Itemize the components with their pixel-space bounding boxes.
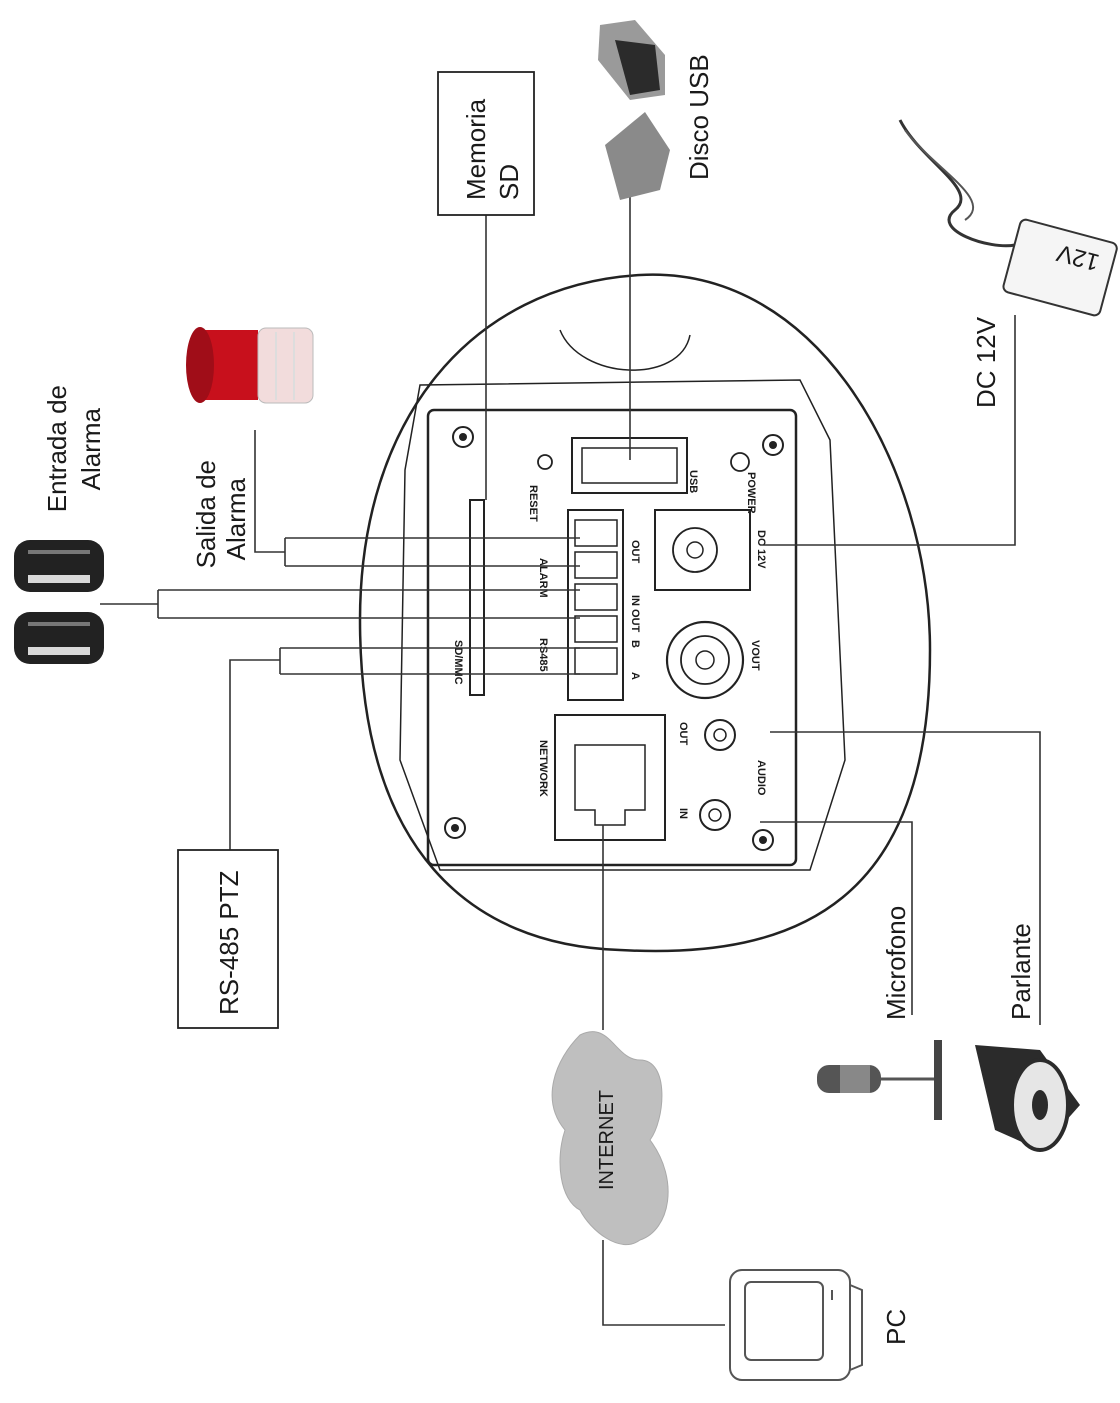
memoria-sd-line2: SD [494,164,524,200]
screw [752,829,774,851]
alarm-label: ALARM [537,558,549,598]
entrada-alarma-line2: Alarma [76,407,106,490]
reset-button [537,454,553,470]
disco-usb-label: Disco USB [684,54,714,180]
b-label: B [629,640,641,648]
usb-drive-cap [605,112,670,200]
alarm-sensor-2 [14,612,104,664]
power-adapter [898,119,1118,317]
pc-label: PC [881,1309,911,1345]
power-led [730,452,750,472]
audio-in-label: IN [677,808,689,819]
alarm-sensor-1 [14,540,104,592]
screw [762,434,784,456]
audio-out-jack [704,719,736,751]
audio-in-jack [699,799,731,831]
salida-alarma-line1: Salida de [191,460,221,568]
sd-mmc-label: SD/MMC [452,640,464,685]
power-label: POWER [745,472,757,514]
out-label: OUT [629,540,641,564]
sd-slot [469,499,485,696]
usb-label: USB [687,470,699,493]
network-port [554,714,666,841]
a-label: A [629,672,641,680]
vout-connector [665,620,745,700]
parlante-label: Parlante [1006,923,1036,1020]
microphone [817,1040,942,1120]
screw [452,426,474,448]
dc12v-label: DC 12V [755,530,767,569]
internet-label: INTERNET [596,1090,618,1190]
in-out-label: IN OUT [629,595,641,633]
alarm-light [186,327,314,404]
terminal-block [567,509,624,701]
entrada-alarma-line1: Entrada de [42,385,72,512]
wires [100,195,1041,1326]
pc-computer [729,1269,863,1381]
screw [444,817,466,839]
usb-flash-drive [598,20,665,100]
salida-alarma-line2: Alarma [221,477,251,560]
memoria-sd-box [437,71,535,216]
back-panel [426,408,798,867]
network-label: NETWORK [537,740,549,797]
dc-12v-label: DC 12V [971,316,1001,408]
rs485-ptz-box [177,849,279,1029]
speaker [975,1045,1080,1152]
audio-label: AUDIO [755,760,767,796]
vout-label: VOUT [749,640,761,671]
internet-cloud [551,1031,669,1246]
audio-out-label: OUT [677,722,689,746]
memoria-sd-line1: Memoria [461,98,491,200]
reset-label: RESET [527,485,539,522]
rs485-label: RS485 [537,638,549,672]
rs485-ptz-label: RS-485 PTZ [214,870,244,1015]
dc-jack [654,509,751,591]
camera-body: RESET USB POWER ALARM OUT IN OUT RS485 B… [358,273,932,953]
microfono-label: Microfono [881,906,911,1020]
